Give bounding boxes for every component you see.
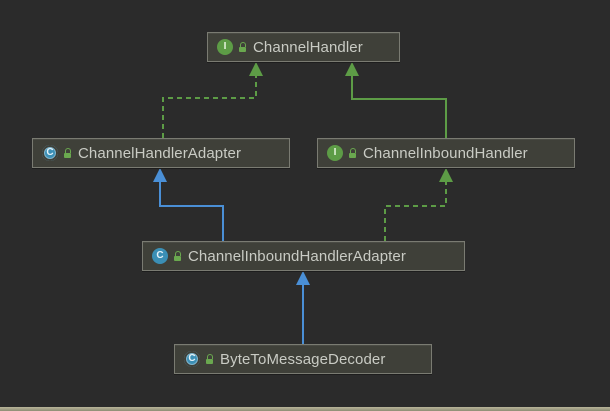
window-bottom-edge: [0, 407, 610, 411]
public-lock-icon: [348, 148, 357, 158]
node-channel-handler-adapter[interactable]: C ChannelHandlerAdapter: [32, 138, 290, 168]
public-lock-icon: [238, 42, 247, 52]
interface-icon: I: [327, 145, 343, 161]
edge-arrowhead: [439, 168, 453, 182]
edge-implements-line: [384, 182, 447, 241]
edge-arrowhead: [249, 62, 263, 76]
node-label: ChannelHandlerAdapter: [78, 144, 242, 162]
node-channel-inbound-handler-adapter[interactable]: C ChannelInboundHandlerAdapter: [142, 241, 465, 271]
public-lock-icon: [205, 354, 214, 364]
abstract-class-icon: C: [184, 351, 200, 367]
node-channel-inbound-handler[interactable]: I ChannelInboundHandler: [317, 138, 575, 168]
edge-extends-line: [159, 182, 224, 241]
class-icon: C: [152, 248, 168, 264]
edge-implements-line: [162, 76, 257, 138]
edge-extends-interface-line: [351, 76, 447, 138]
node-label: ChannelHandler: [253, 38, 363, 56]
edge-arrowhead: [345, 62, 359, 76]
public-lock-icon: [173, 251, 182, 261]
abstract-class-icon: C: [42, 145, 58, 161]
node-label: ChannelInboundHandler: [363, 144, 528, 162]
edge-arrowhead: [296, 271, 310, 285]
node-byte-to-message-decoder[interactable]: C ByteToMessageDecoder: [174, 344, 432, 374]
edge-arrowhead: [153, 168, 167, 182]
node-label: ByteToMessageDecoder: [220, 350, 386, 368]
node-channel-handler[interactable]: I ChannelHandler: [207, 32, 400, 62]
node-label: ChannelInboundHandlerAdapter: [188, 247, 406, 265]
interface-icon: I: [217, 39, 233, 55]
public-lock-icon: [63, 148, 72, 158]
